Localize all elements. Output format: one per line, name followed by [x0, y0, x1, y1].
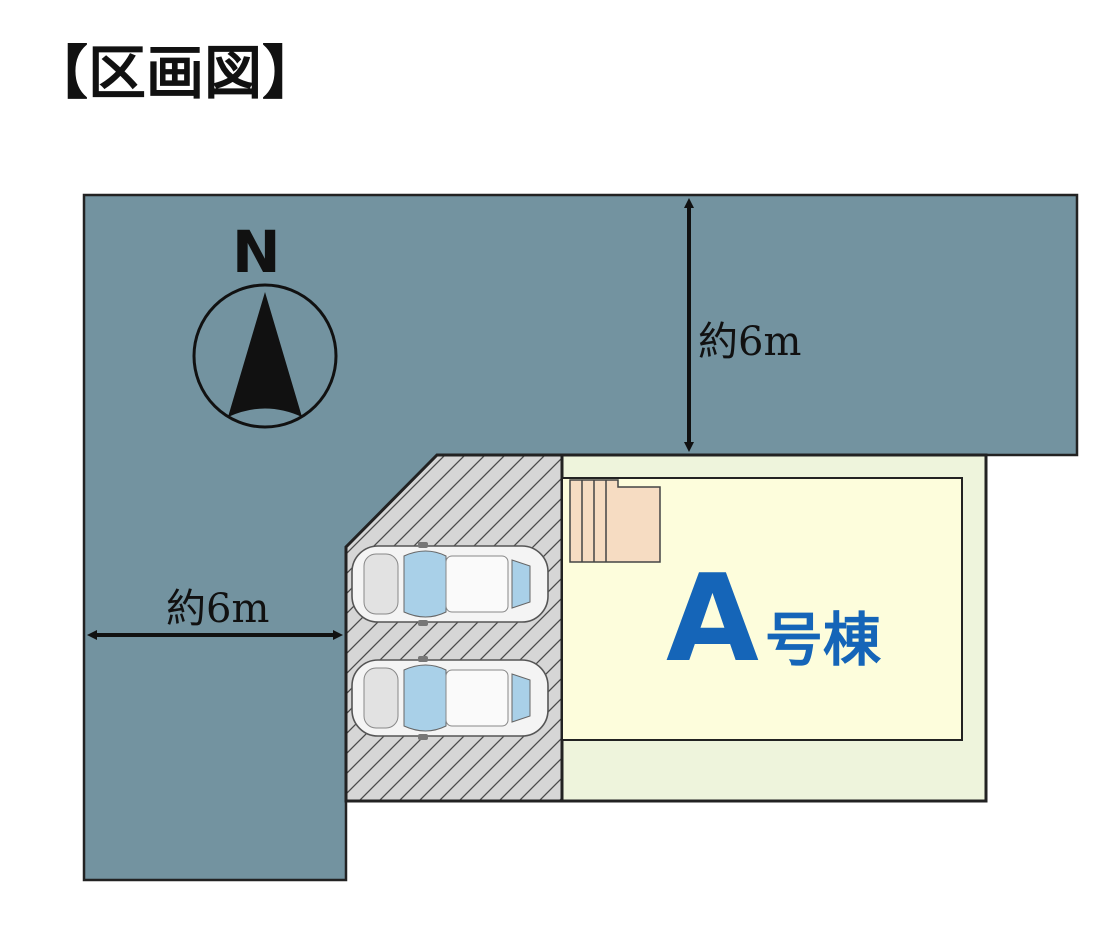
stairs-icon	[569, 479, 661, 563]
north-label: N	[232, 218, 281, 286]
building-letter: A	[666, 550, 759, 689]
building-suffix: 号棟	[765, 606, 882, 674]
dimension-west-label: 約6m	[166, 586, 269, 632]
north-arrow-icon	[228, 292, 302, 417]
dimension-north-label: 約6m	[698, 319, 801, 365]
page-title: 【区画図】	[30, 39, 320, 107]
compass: N	[192, 218, 338, 429]
car-icon	[351, 655, 549, 741]
compass-circle	[192, 283, 338, 429]
car-icon	[351, 541, 549, 627]
